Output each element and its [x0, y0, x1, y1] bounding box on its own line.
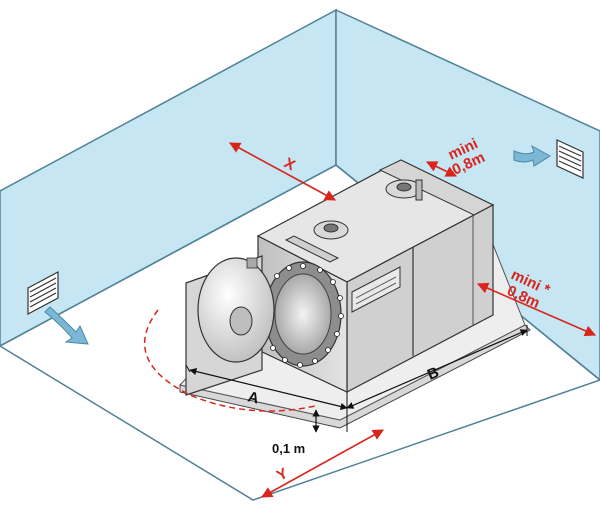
flange-rear-icon: [385, 179, 423, 201]
dimensions: [185, 142, 597, 498]
air-outlet-grille-icon: [556, 139, 584, 179]
door-swing-arc: [143, 309, 316, 412]
label-floor-clearance: 0,1 m: [272, 441, 305, 456]
burner-door: [185, 255, 275, 396]
flange-icon: [313, 220, 349, 240]
label-a: A: [246, 388, 261, 407]
top-handle: [284, 235, 340, 263]
control-panel: [351, 266, 401, 313]
air-inlet-grille-icon: [27, 271, 59, 315]
airflow-arrow-icon: [44, 306, 89, 345]
label-y: Y: [274, 465, 291, 485]
floor-outline: [0, 345, 600, 501]
airflow-arrow-out-icon: [513, 144, 551, 167]
